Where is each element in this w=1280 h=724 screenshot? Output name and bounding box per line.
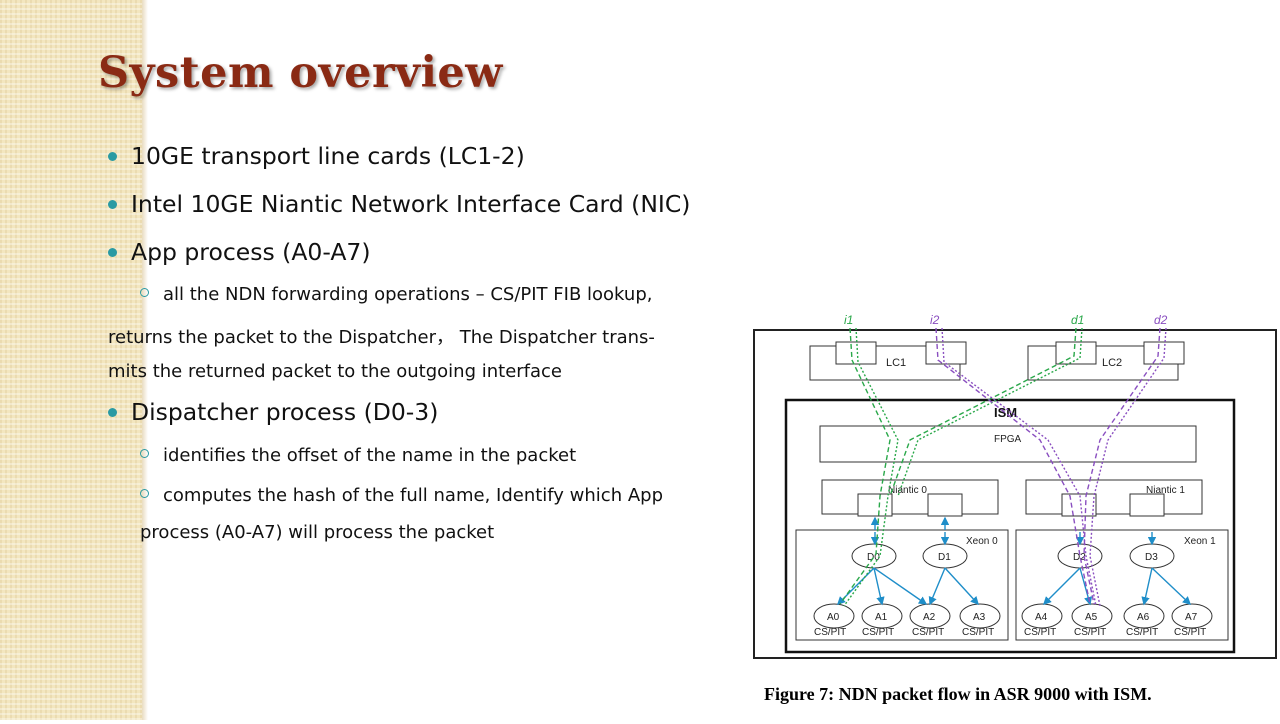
dispatcher-label: D0	[867, 552, 880, 563]
bullet-dispatcher-process: Dispatcher process (D0-3)	[108, 398, 438, 426]
app-label: A7	[1185, 612, 1198, 623]
cs-pit-label: CS/PIT	[1126, 627, 1158, 638]
fpga-box	[819, 425, 1197, 463]
side-band-edge	[142, 0, 148, 720]
sub-bullet-forwarding: all the NDN forwarding operations – CS/P…	[140, 284, 652, 305]
niantic-1-port	[1129, 493, 1165, 517]
sub-bullet-text: all the NDN forwarding operations – CS/P…	[163, 284, 653, 305]
sub-bullet-text: identifies the offset of the name in the…	[163, 445, 577, 466]
bullet-dot	[108, 408, 117, 417]
bullet-dot	[108, 152, 117, 161]
lc1-port	[835, 341, 877, 365]
figure-outer-frame	[753, 329, 1277, 659]
ndn-packet-flow-figure: i1 i2 d1 d2 LC1 LC2 ISM FPGA Niantic 0 N…	[740, 300, 1280, 720]
flow-label-d2: d2	[1154, 313, 1168, 327]
cs-pit-label: CS/PIT	[912, 627, 944, 638]
figure-svg: i1 i2 d1 d2 LC1 LC2 ISM FPGA Niantic 0 N…	[753, 313, 1277, 659]
decorative-side-band	[0, 0, 142, 720]
lc2-port	[1055, 341, 1097, 365]
niantic-0-port	[857, 493, 893, 517]
niantic-0-label: Niantic 0	[888, 485, 927, 496]
sub-bullet-ring	[140, 489, 149, 498]
flow-label-d1: d1	[1071, 313, 1084, 327]
app-label: A6	[1137, 612, 1150, 623]
niantic-0-box	[821, 479, 999, 515]
app-node-a7	[1171, 603, 1213, 629]
continuation-line: returns the packet to the Dispatcher， Th…	[108, 327, 655, 348]
niantic-1-port	[1061, 493, 1097, 517]
cs-pit-label: CS/PIT	[814, 627, 846, 638]
bullet-nic: Intel 10GE Niantic Network Interface Car…	[108, 190, 690, 218]
bullet-text: App process (A0-A7)	[131, 238, 371, 266]
ism-label: ISM	[994, 405, 1017, 420]
sub-bullet-text: computes the hash of the full name, Iden…	[163, 485, 664, 506]
slide-title: System overview	[98, 48, 503, 98]
app-label: A2	[923, 612, 936, 623]
dispatcher-label: D1	[938, 552, 951, 563]
bullet-dot	[108, 200, 117, 209]
app-label: A4	[1035, 612, 1048, 623]
continuation-line: mits the returned packet to the outgoing…	[108, 361, 563, 382]
figure-caption: Figure 7: NDN packet flow in ASR 9000 wi…	[764, 684, 1152, 704]
lc1-label: LC1	[886, 357, 906, 369]
purple-flow-paths	[935, 327, 1167, 607]
cs-pit-label: CS/PIT	[1074, 627, 1106, 638]
sub-bullet-ring	[140, 288, 149, 297]
niantic-1-box	[1025, 479, 1203, 515]
lc1-port	[925, 341, 967, 365]
bullet-text: Dispatcher process (D0-3)	[131, 398, 439, 426]
bullet-text: Intel 10GE Niantic Network Interface Car…	[131, 190, 691, 218]
xeon-1-label: Xeon 1	[1184, 536, 1216, 547]
cs-pit-label: CS/PIT	[962, 627, 994, 638]
bullet-dot	[108, 248, 117, 257]
app-label: A3	[973, 612, 986, 623]
app-label: A1	[875, 612, 888, 623]
bullet-text: 10GE transport line cards (LC1-2)	[131, 142, 525, 170]
xeon-0-label: Xeon 0	[966, 536, 998, 547]
dispatcher-label: D2	[1073, 552, 1086, 563]
niantic-0-port	[927, 493, 963, 517]
app-label: A5	[1085, 612, 1098, 623]
niantic-1-label: Niantic 1	[1146, 485, 1185, 496]
bullet-line-cards: 10GE transport line cards (LC1-2)	[108, 142, 525, 170]
flow-label-i2: i2	[930, 313, 940, 327]
lc2-label: LC2	[1102, 357, 1122, 369]
continuation-line: process (A0-A7) will process the packet	[140, 522, 495, 543]
dispatcher-label: D3	[1145, 552, 1158, 563]
app-node-a0	[813, 603, 855, 629]
ism-box	[784, 398, 1236, 654]
cs-pit-label: CS/PIT	[862, 627, 894, 638]
flow-label-i1: i1	[844, 313, 853, 327]
app-node-a4	[1021, 603, 1063, 629]
cs-pit-label: CS/PIT	[1174, 627, 1206, 638]
bullet-app-process: App process (A0-A7)	[108, 238, 371, 266]
fpga-label: FPGA	[994, 434, 1022, 445]
blue-arrows	[837, 516, 1192, 606]
sub-bullet-hash: computes the hash of the full name, Iden…	[140, 485, 663, 506]
green-flow-paths	[839, 327, 1083, 607]
sub-bullet-ring	[140, 449, 149, 458]
app-node-a3	[959, 603, 1001, 629]
cs-pit-label: CS/PIT	[1024, 627, 1056, 638]
sub-bullet-offset: identifies the offset of the name in the…	[140, 445, 576, 466]
app-label: A0	[827, 612, 840, 623]
